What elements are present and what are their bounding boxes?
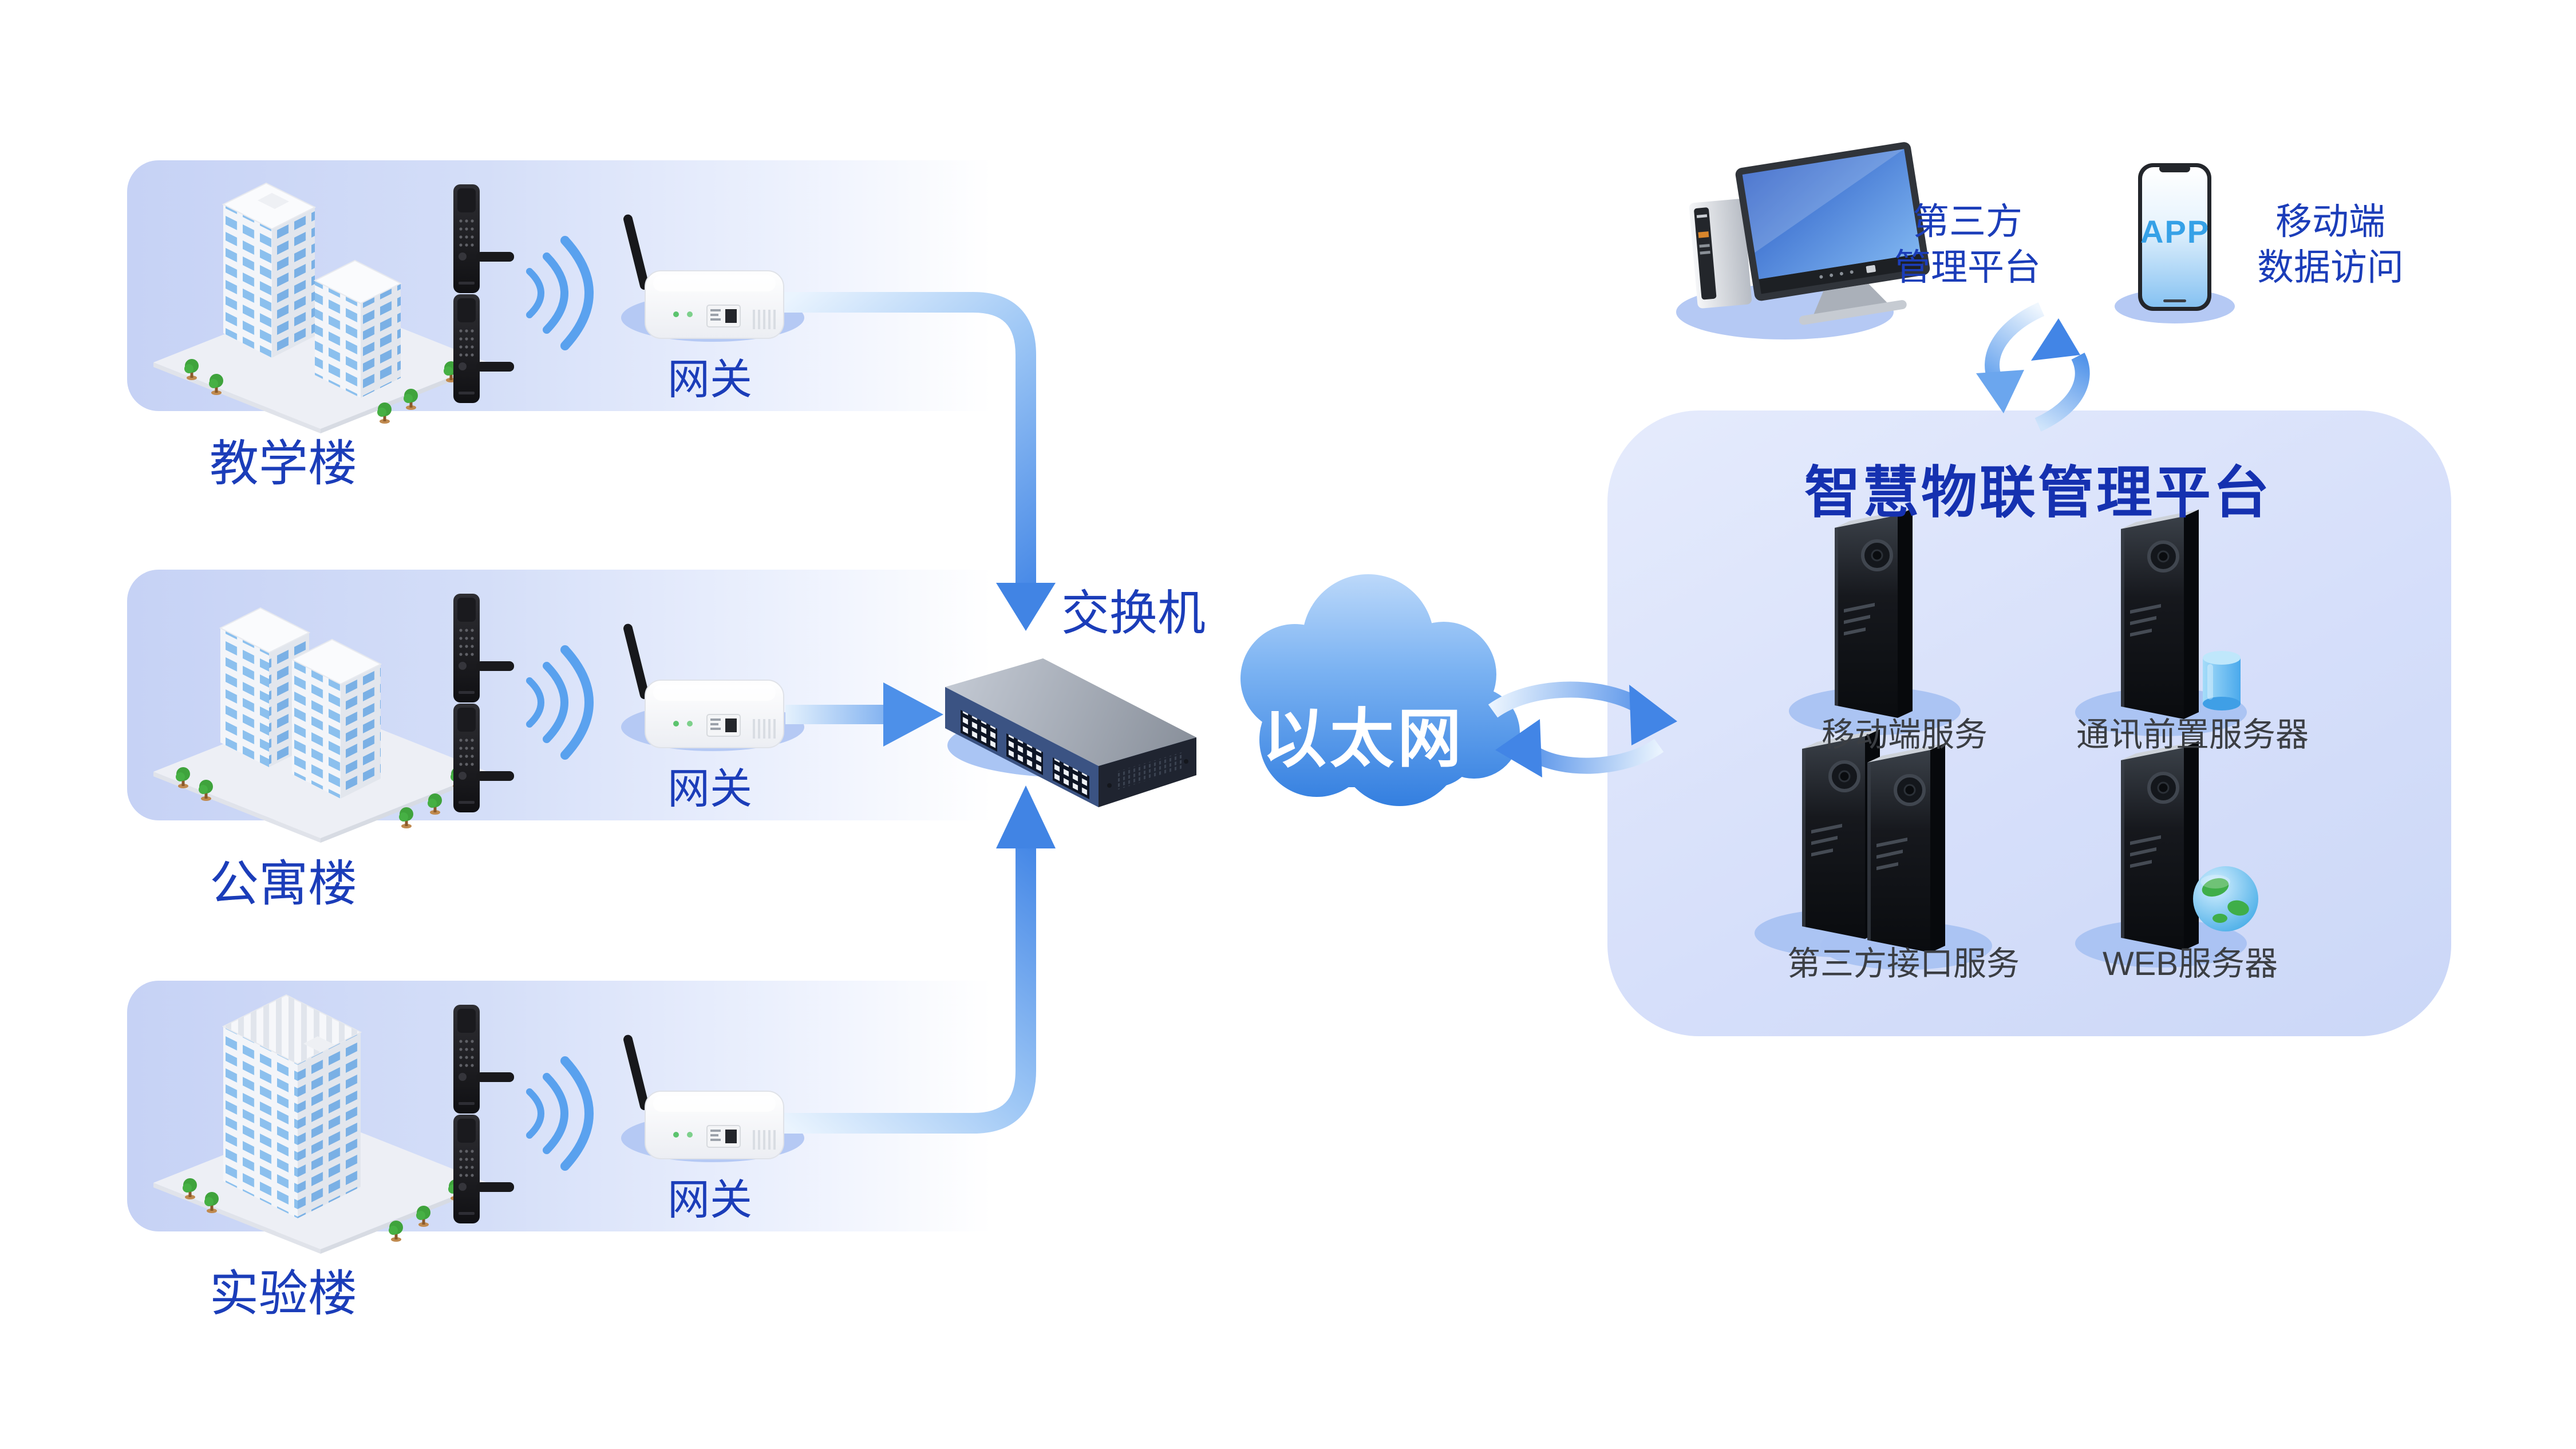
ethernet-cloud-label: 以太网 [1262,703,1465,775]
gateway-label-3: 网关 [667,1176,752,1223]
sync-arrows-icon [1976,302,2090,432]
gateway-label-2: 网关 [667,765,752,812]
server-label-mobile-service: 移动端服务 [1821,716,1988,753]
computer-label-line2: 管理平台 [1894,247,2041,288]
building-label-apartment: 公寓楼 [210,856,357,911]
building-card-2 [127,570,1019,820]
gateway-label-1: 网关 [667,356,752,403]
building-card-1 [127,160,1019,411]
phone-label-line1: 移动端 [2275,201,2385,242]
computer-label-line1: 第三方 [1913,201,2022,242]
phone-app-text: APP [2140,214,2210,250]
server-label-comm-front: 通讯前置服务器 [2076,716,2309,753]
server-label-third-party-api: 第三方接口服务 [1787,945,2020,982]
platform-title: 智慧物联管理平台 [1804,461,2271,524]
phone-label-line2: 数据访问 [2257,247,2404,288]
building-card-3 [127,981,1019,1231]
server-label-web-server: WEB服务器 [2102,945,2278,982]
building-label-laboratory: 实验楼 [210,1266,357,1321]
building-label-teaching: 教学楼 [210,436,357,491]
platform-panel [1607,410,2451,1036]
switch-label: 交换机 [1061,586,1206,640]
